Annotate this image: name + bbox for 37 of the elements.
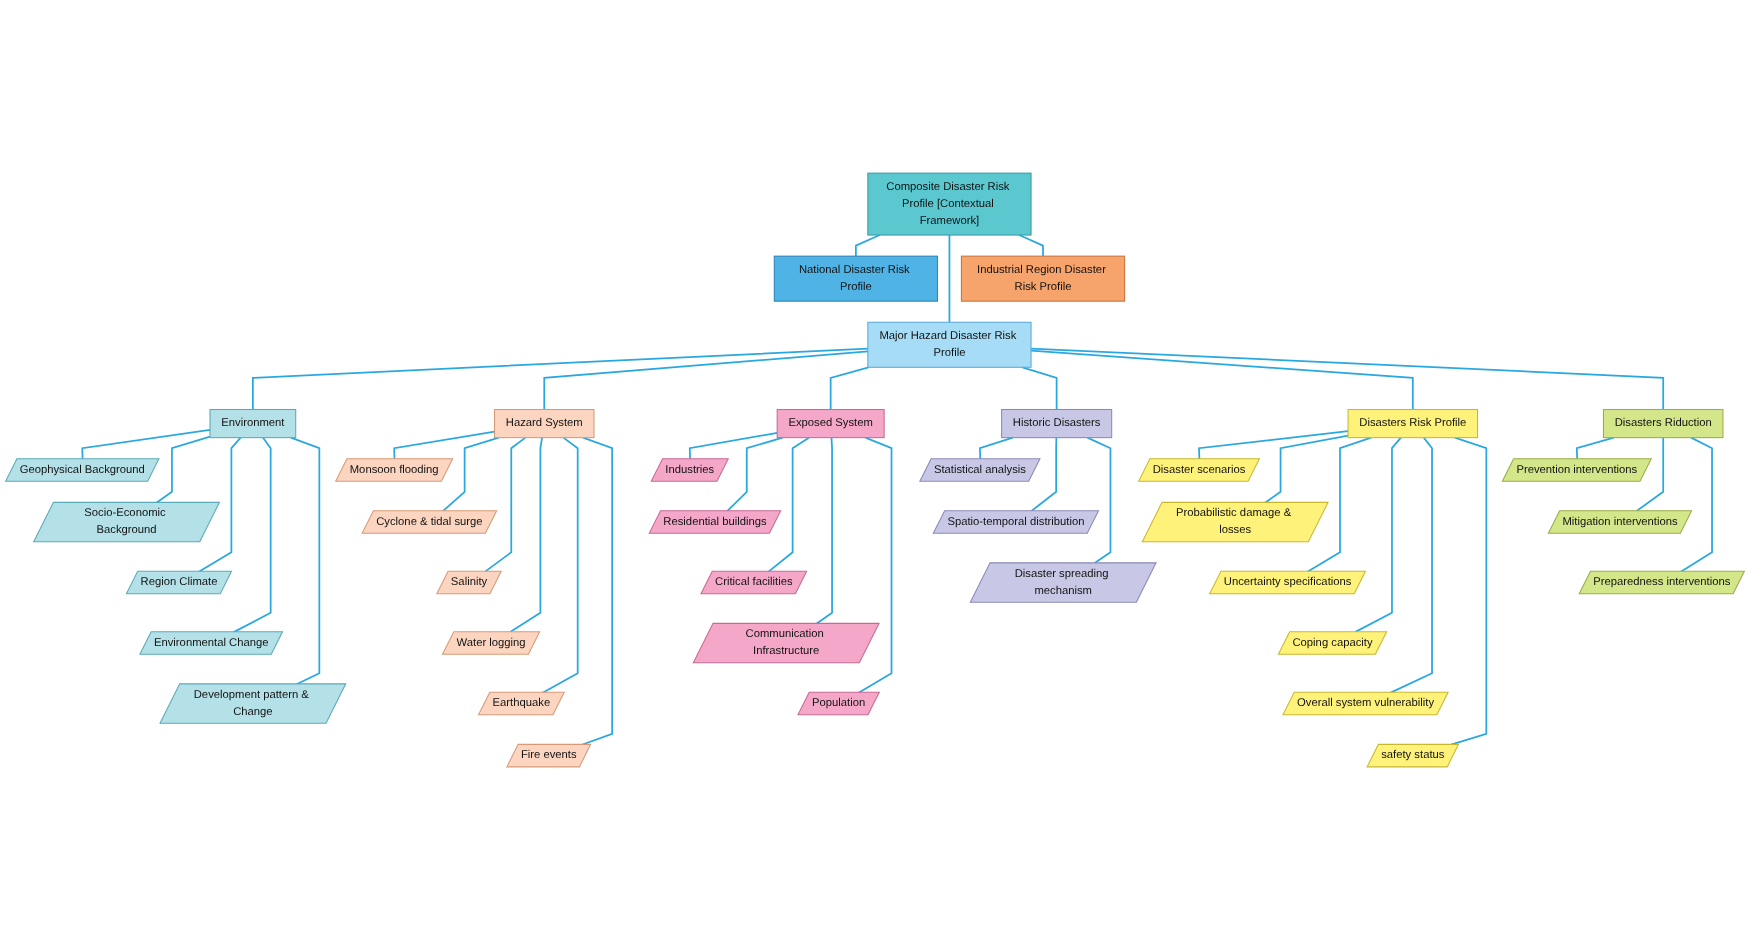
- connector: [855, 234, 881, 258]
- connector: [197, 436, 242, 573]
- connector: [289, 436, 321, 686]
- connector: [829, 366, 870, 411]
- connector: [1679, 436, 1713, 573]
- connector: [1018, 234, 1044, 258]
- connector: [442, 436, 500, 513]
- connector: [767, 436, 810, 573]
- connector: [1450, 436, 1488, 746]
- connector: [1264, 434, 1349, 504]
- connector: [1030, 347, 1665, 411]
- connector: [232, 436, 272, 634]
- connector: [155, 435, 211, 504]
- connector: [81, 428, 211, 460]
- connector: [1389, 436, 1433, 694]
- connector: [1030, 349, 1414, 411]
- connector: [393, 430, 496, 460]
- connector: [1354, 436, 1402, 634]
- connector: [979, 436, 1014, 460]
- connector: [1575, 436, 1615, 460]
- connector: [508, 436, 543, 634]
- connector: [1086, 436, 1112, 565]
- connector: [484, 436, 527, 573]
- connector: [1635, 436, 1665, 513]
- connector: [857, 436, 893, 694]
- connector: [252, 347, 869, 411]
- connector: [1306, 436, 1373, 573]
- connector: [543, 350, 869, 411]
- connector: [815, 436, 833, 625]
- connector: [948, 234, 951, 324]
- connector: [726, 436, 784, 513]
- connector: [1198, 430, 1349, 460]
- connector: [1021, 366, 1058, 411]
- connector: [580, 436, 613, 746]
- connector: [1030, 436, 1058, 513]
- connector: [688, 432, 779, 460]
- connector: [541, 436, 579, 694]
